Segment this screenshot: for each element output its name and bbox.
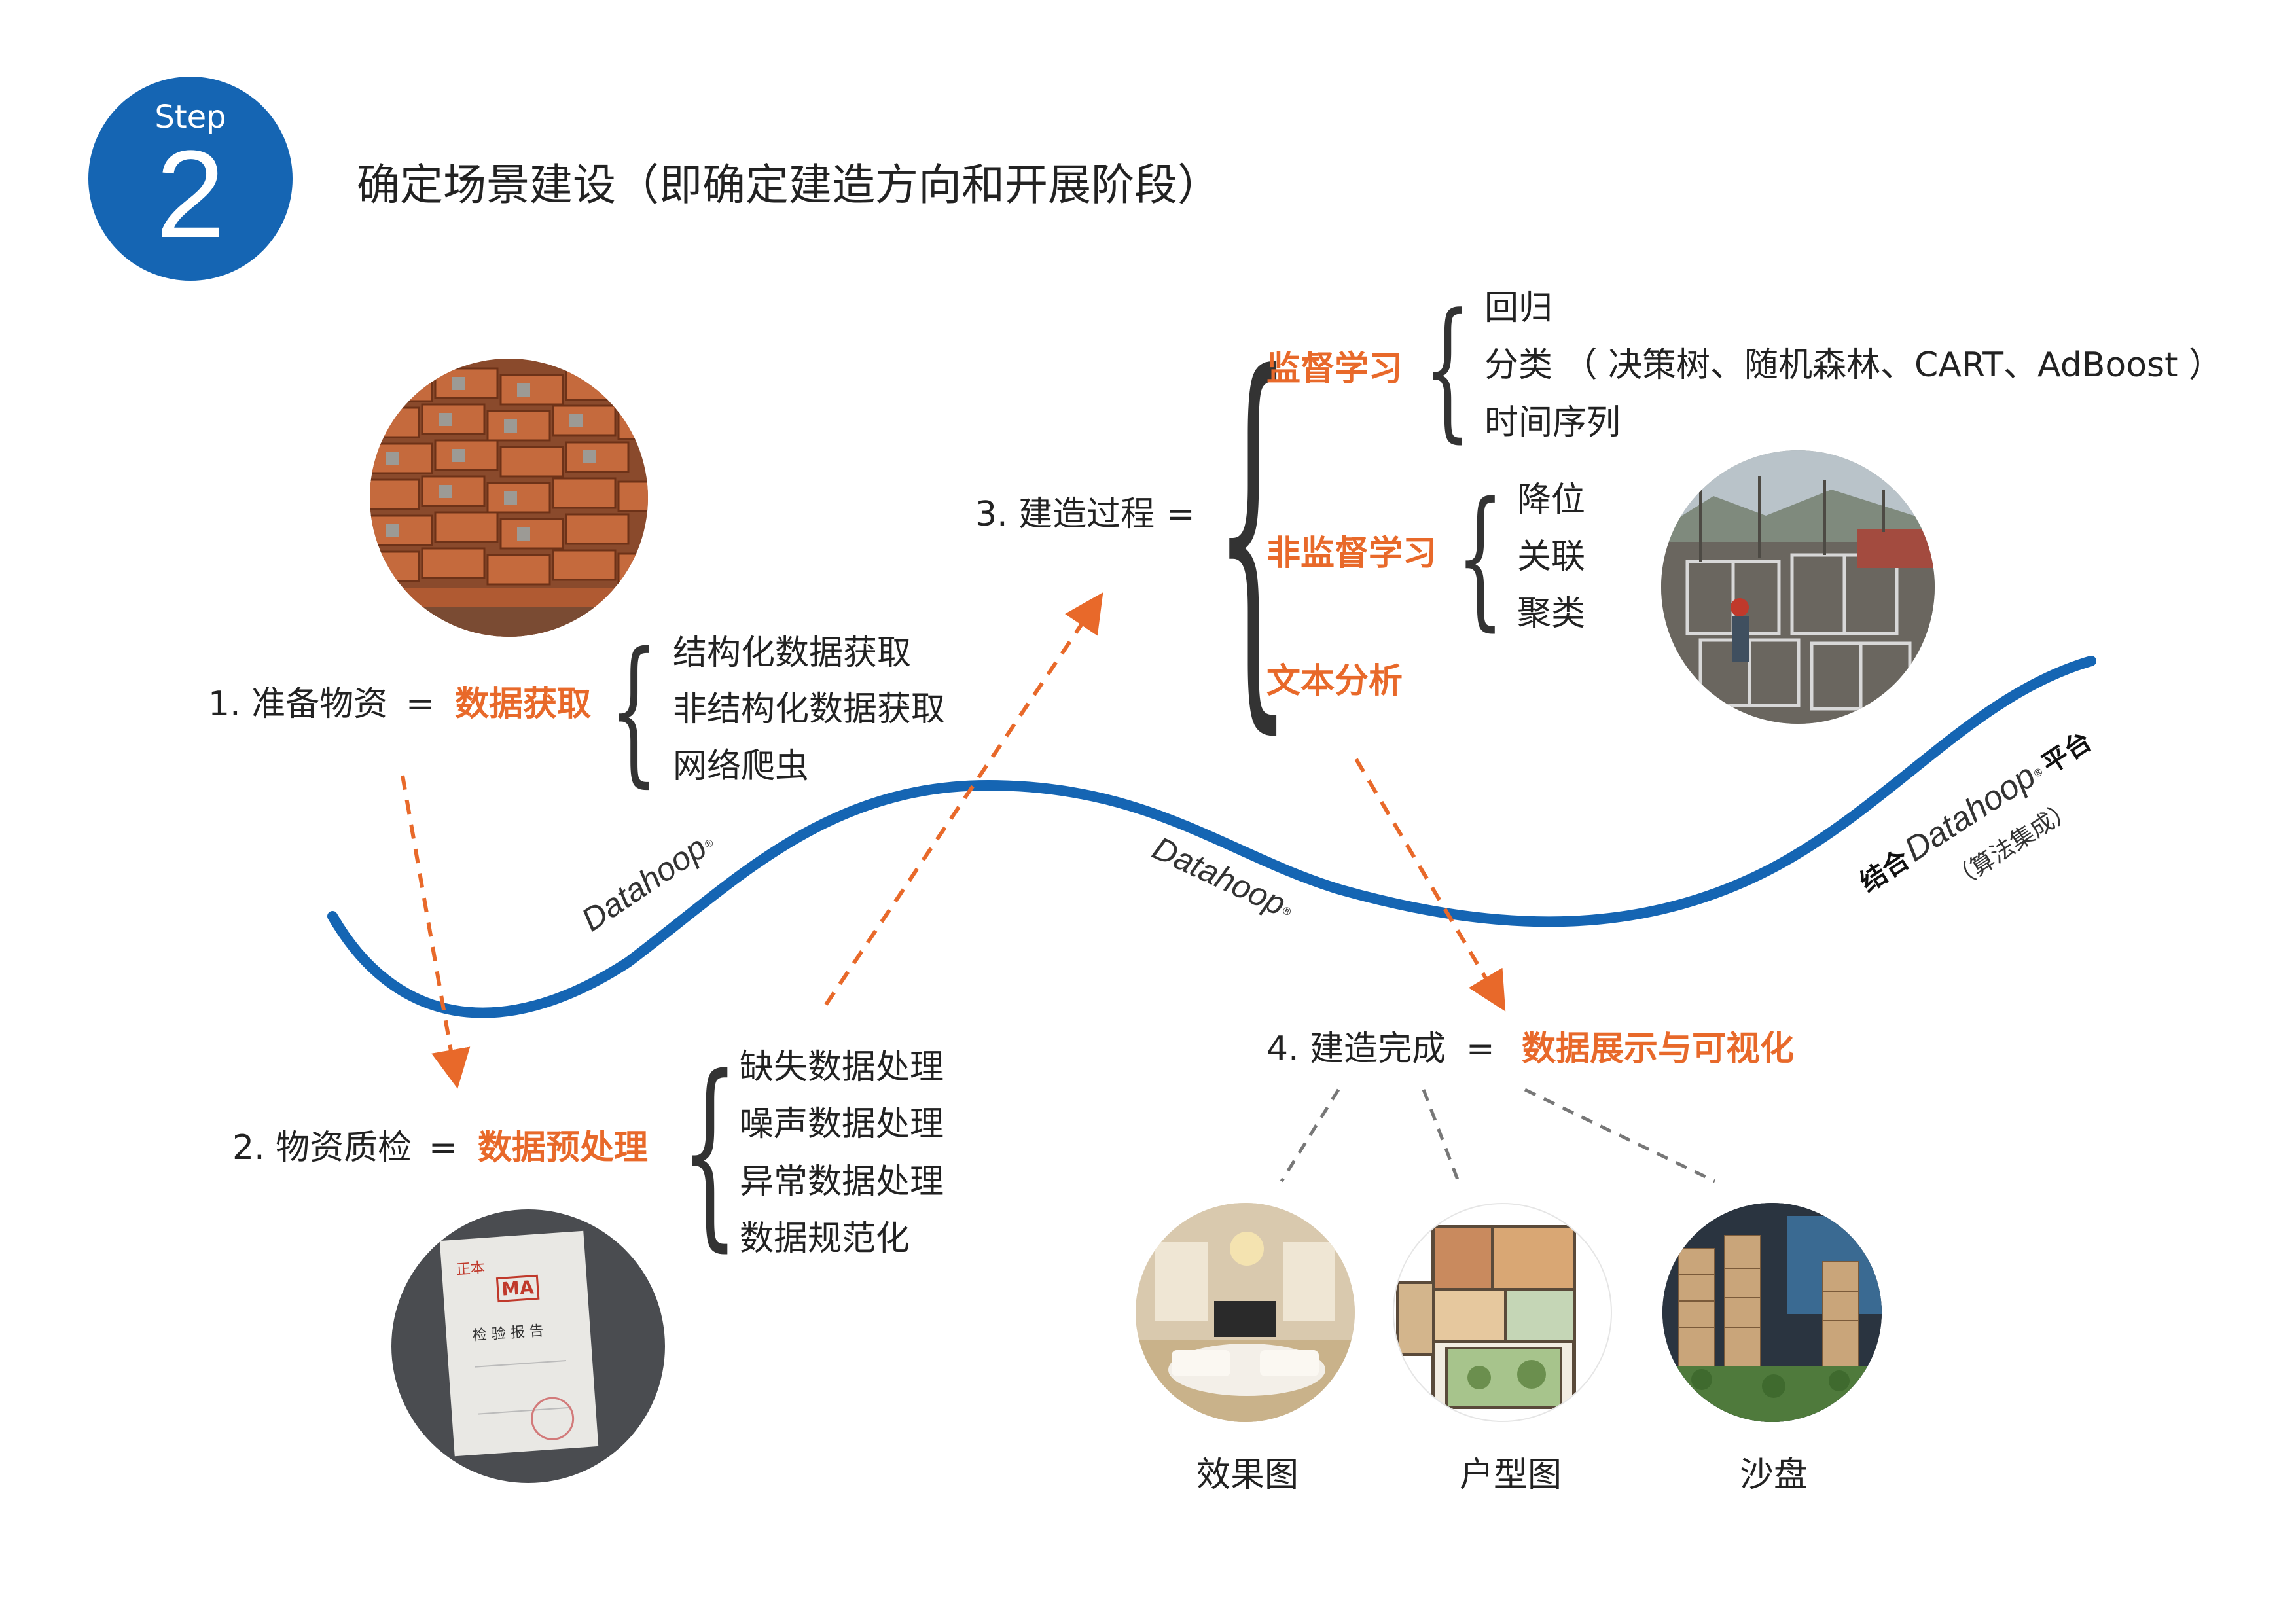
step-badge: Step 2 (88, 77, 293, 281)
stage1-item: 非结构化数据获取 (673, 690, 946, 729)
group-unsupervised-name: 非监督学习 (1266, 534, 1437, 573)
stage1-item: 网络爬虫 (673, 747, 810, 786)
step-label: Step (154, 99, 226, 135)
render-photo (1136, 1203, 1355, 1422)
floorplan-photo (1393, 1203, 1612, 1422)
output-caption: 户型图 (1460, 1455, 1562, 1495)
arrow-stage2-to-stage3 (824, 592, 1103, 1006)
sandtable-photo (1662, 1203, 1882, 1422)
stage1-equals: = (406, 685, 435, 724)
supervised-item: 时间序列 (1484, 403, 1621, 442)
connector-to-render (1280, 1088, 1340, 1183)
stage2-label: 2. 物资质检 (232, 1128, 412, 1168)
stage3-brace: { (1214, 294, 1292, 766)
flow-wave (327, 656, 2096, 1018)
group-supervised-brace: { (1424, 282, 1472, 457)
group-supervised-name: 监督学习 (1266, 349, 1403, 389)
unsupervised-item: 降位 (1517, 480, 1586, 520)
construction-site-photo (1661, 450, 1935, 724)
stage4-highlight: 数据展示与可视化 (1522, 1029, 1795, 1069)
report-title: 检 验 报 告 (472, 1323, 545, 1344)
group-text-analysis-name: 文本分析 (1266, 662, 1403, 701)
stage2-item: 噪声数据处理 (740, 1105, 944, 1144)
stage1-brace: { (609, 618, 659, 802)
report-corner-text: 正本 (456, 1260, 486, 1279)
supervised-item: 分类 （ 决策树、随机森林、CART、AdBoost ） (1484, 346, 2223, 385)
supervised-item: 回归 (1484, 289, 1553, 328)
stage4-label: 4. 建造完成 (1266, 1029, 1446, 1069)
stage1-item: 结构化数据获取 (673, 633, 912, 673)
unsupervised-item: 关联 (1517, 537, 1586, 577)
output-caption: 效果图 (1196, 1455, 1299, 1495)
unsupervised-item: 聚类 (1517, 594, 1586, 633)
step-number: 2 (156, 125, 225, 264)
page-title: 确定场景建设（即确定建造方向和开展阶段） (357, 160, 1221, 210)
stage1-label: 1. 准备物资 (208, 685, 388, 724)
stage2-brace: { (681, 1033, 739, 1270)
stage3-label: 3. 建造过程 (975, 495, 1155, 534)
stage1-highlight: 数据获取 (455, 685, 592, 724)
report-logo: MA (495, 1274, 539, 1303)
stage2-highlight: 数据预处理 (478, 1128, 649, 1168)
stage2-item: 数据规范化 (740, 1219, 910, 1258)
bricks-photo (370, 359, 648, 637)
stage2-equals: = (429, 1128, 457, 1168)
output-caption: 沙盘 (1740, 1455, 1808, 1495)
group-unsupervised-brace: { (1456, 471, 1505, 645)
arrow-stage3-to-stage4 (1354, 758, 1506, 1012)
inspection-report-photo: 正本 MA 检 验 报 告 (391, 1209, 665, 1483)
stage4-equals: = (1466, 1029, 1495, 1069)
stage2-item: 缺失数据处理 (740, 1048, 944, 1087)
stage3-equals: = (1166, 495, 1195, 534)
report-paper: 正本 MA 检 验 报 告 (439, 1230, 599, 1457)
arrow-stage1-to-stage2 (401, 775, 471, 1089)
stage2-item: 异常数据处理 (740, 1162, 944, 1202)
connector-to-floorplan (1422, 1089, 1460, 1182)
connector-to-sandtable (1524, 1088, 1716, 1183)
